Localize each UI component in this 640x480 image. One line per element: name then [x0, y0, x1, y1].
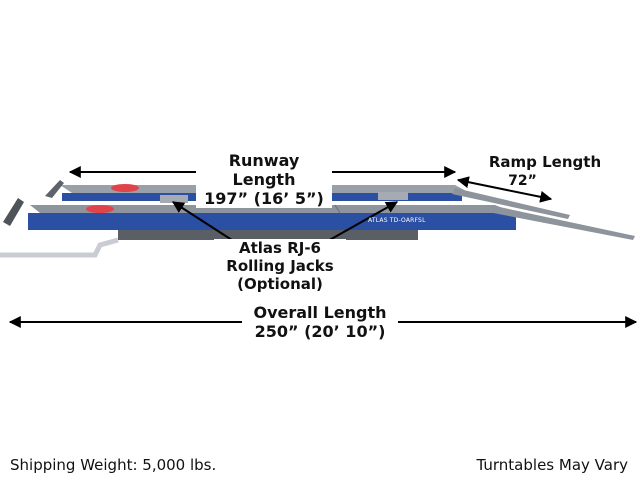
- rolling-jack-left: [160, 195, 188, 203]
- front-stop-plate-front: [3, 198, 24, 226]
- front-turntable: [86, 205, 114, 213]
- rolling-jacks-subtitle: Rolling Jacks: [226, 257, 334, 275]
- shipping-weight: Shipping Weight: 5,000 lbs.: [10, 456, 217, 474]
- base-frame: [118, 230, 418, 240]
- front-stop-plate-rear: [45, 180, 64, 198]
- rolling-jacks-label: Atlas RJ-6 Rolling Jacks (Optional): [214, 239, 346, 293]
- rear-turntable: [111, 184, 139, 192]
- runway-length-value: 197” (16’ 5”): [204, 189, 324, 208]
- runway-length-label: Runway Length 197” (16’ 5”): [196, 151, 332, 208]
- jack-pointer-right: [325, 201, 399, 243]
- turntables-note: Turntables May Vary: [476, 456, 629, 474]
- front-runway-side: [28, 213, 516, 230]
- lift-model-label: ATLAS TD-OARFSL: [368, 217, 426, 224]
- overall-length-label: Overall Length 250” (20’ 10”): [242, 303, 398, 341]
- ramp-length-arrow: [456, 176, 553, 203]
- runway-length-title: Runway Length: [228, 151, 300, 189]
- ramp-front: [488, 205, 635, 240]
- rolling-jacks-note: (Optional): [237, 275, 323, 293]
- overall-length-title: Overall Length: [253, 303, 387, 322]
- rolling-jack-right: [378, 192, 408, 200]
- ramp-length-title: Ramp Length: [488, 153, 602, 171]
- ramp-length-label: Ramp Length 72”: [485, 153, 605, 191]
- jack-pointer-left: [171, 201, 236, 243]
- ramp-length-value: 72”: [508, 173, 537, 189]
- air-hose: [0, 237, 119, 258]
- rolling-jacks-title: Atlas RJ-6: [239, 239, 321, 257]
- overall-length-value: 250” (20’ 10”): [254, 322, 386, 341]
